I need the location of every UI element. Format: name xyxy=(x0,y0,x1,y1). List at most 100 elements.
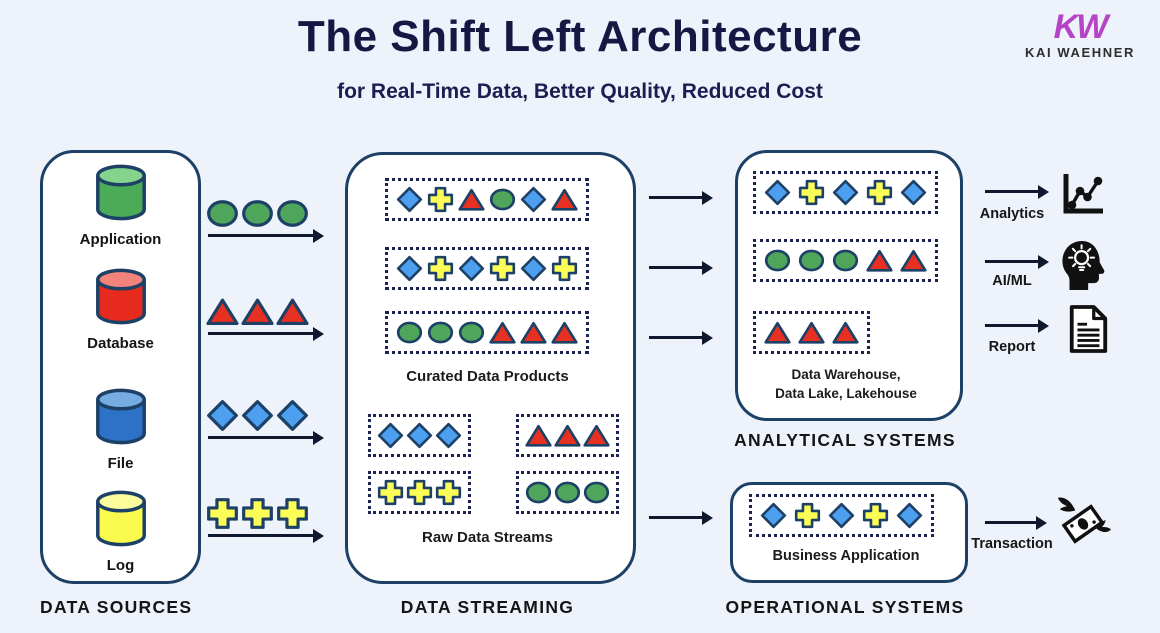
streaming-to-operational-arrow xyxy=(649,510,713,525)
triangle-shape xyxy=(489,321,516,344)
diamond-shape xyxy=(764,179,791,206)
triangle-shape xyxy=(525,424,552,447)
aiml-label: AI/ML xyxy=(992,273,1032,289)
application-cylinder xyxy=(92,162,150,229)
source-label: File xyxy=(107,455,134,472)
triangle-shape xyxy=(866,249,893,272)
plus-shape xyxy=(551,255,578,282)
analytical-data-row xyxy=(753,171,938,214)
diamond-shape xyxy=(832,179,859,206)
operational-data-row xyxy=(749,494,934,537)
data-sources-box: Application Database File Log xyxy=(40,150,201,584)
plus-shape xyxy=(377,479,404,506)
plus-shape xyxy=(242,498,273,529)
brand-logo: KW KAI WAEHNER xyxy=(1005,10,1155,60)
flow-arrow xyxy=(208,528,324,543)
triangle-shape xyxy=(764,321,791,344)
triangle-shape xyxy=(458,188,485,211)
diamond-shape xyxy=(458,255,485,282)
line-chart-icon xyxy=(1058,170,1106,223)
diamond-shape xyxy=(396,255,423,282)
transaction-label: Transaction xyxy=(971,536,1053,552)
data-streaming-label: DATA STREAMING xyxy=(400,597,575,617)
circle-shape xyxy=(525,481,552,504)
aiml-arrow xyxy=(985,254,1049,269)
triangle-shape xyxy=(206,298,239,326)
raw-stream-row xyxy=(368,471,471,514)
flow-shapes xyxy=(206,295,326,328)
log-cylinder xyxy=(92,488,150,555)
triangle-shape xyxy=(241,298,274,326)
plus-shape xyxy=(866,179,893,206)
brand-name: KAI WAEHNER xyxy=(1024,45,1136,60)
transaction-arrow xyxy=(985,515,1047,530)
circle-shape xyxy=(583,481,610,504)
diamond-shape xyxy=(900,179,927,206)
plus-shape xyxy=(207,498,238,529)
triangle-shape xyxy=(554,424,581,447)
analytical-data-row xyxy=(753,311,870,354)
raw-stream-row xyxy=(516,471,619,514)
plus-shape xyxy=(489,255,516,282)
source-log: Log xyxy=(43,488,198,574)
diamond-shape xyxy=(207,400,238,431)
plus-shape xyxy=(427,255,454,282)
circle-shape xyxy=(427,321,454,344)
diamond-shape xyxy=(520,186,547,213)
circle-shape xyxy=(242,200,273,227)
raw-caption: Raw Data Streams xyxy=(422,529,553,546)
page-title: The Shift Left Architecture xyxy=(297,12,863,61)
source-label: Log xyxy=(106,557,135,574)
red-cylinder-icon xyxy=(95,268,146,325)
kw-monogram-icon: KW xyxy=(1053,8,1109,46)
flow-circles xyxy=(206,197,326,243)
document-icon xyxy=(1066,304,1110,359)
file-cylinder xyxy=(92,386,150,453)
analytics-label: Analytics xyxy=(979,206,1045,222)
data-sources-label: DATA SOURCES xyxy=(40,597,193,617)
circle-shape xyxy=(458,321,485,344)
flow-diamonds xyxy=(206,399,326,445)
diamond-shape xyxy=(277,400,308,431)
triangle-shape xyxy=(900,249,927,272)
triangle-shape xyxy=(583,424,610,447)
page-subtitle: for Real-Time Data, Better Quality, Redu… xyxy=(337,80,823,103)
report-arrow xyxy=(985,318,1049,333)
diamond-shape xyxy=(520,255,547,282)
diamond-shape xyxy=(828,502,855,529)
streaming-to-analytical-arrow xyxy=(649,190,713,205)
analytical-systems-label: ANALYTICAL SYSTEMS xyxy=(734,430,956,450)
raw-stream-row xyxy=(516,414,619,457)
source-file: File xyxy=(43,386,198,472)
curated-caption: Curated Data Products xyxy=(406,368,569,385)
analytical-caption-line2: Data Lake, Lakehouse xyxy=(775,385,917,401)
circle-shape xyxy=(277,200,308,227)
circle-shape xyxy=(396,321,423,344)
plus-shape xyxy=(277,498,308,529)
diamond-shape xyxy=(377,422,404,449)
flow-triangles xyxy=(206,295,326,341)
circle-shape xyxy=(764,249,791,272)
report-label: Report xyxy=(988,339,1036,355)
triangle-shape xyxy=(798,321,825,344)
triangle-shape xyxy=(276,298,309,326)
diamond-shape xyxy=(406,422,433,449)
streaming-to-analytical-arrow xyxy=(649,260,713,275)
blue-cylinder-icon xyxy=(95,388,146,445)
source-label: Database xyxy=(87,335,154,352)
triangle-shape xyxy=(551,188,578,211)
raw-stream-row xyxy=(368,414,471,457)
flow-arrow xyxy=(208,430,324,445)
circle-shape xyxy=(207,200,238,227)
operational-caption: Business Application xyxy=(772,548,920,564)
diamond-shape xyxy=(435,422,462,449)
source-label: Application xyxy=(79,231,162,248)
curated-data-product-row xyxy=(385,311,589,354)
triangle-shape xyxy=(520,321,547,344)
flying-money-icon xyxy=(1054,494,1112,557)
diamond-shape xyxy=(396,186,423,213)
plus-shape xyxy=(406,479,433,506)
source-application: Application xyxy=(43,162,198,248)
operational-systems-label: OPERATIONAL SYSTEMS xyxy=(725,597,965,617)
green-cylinder-icon xyxy=(95,164,146,221)
